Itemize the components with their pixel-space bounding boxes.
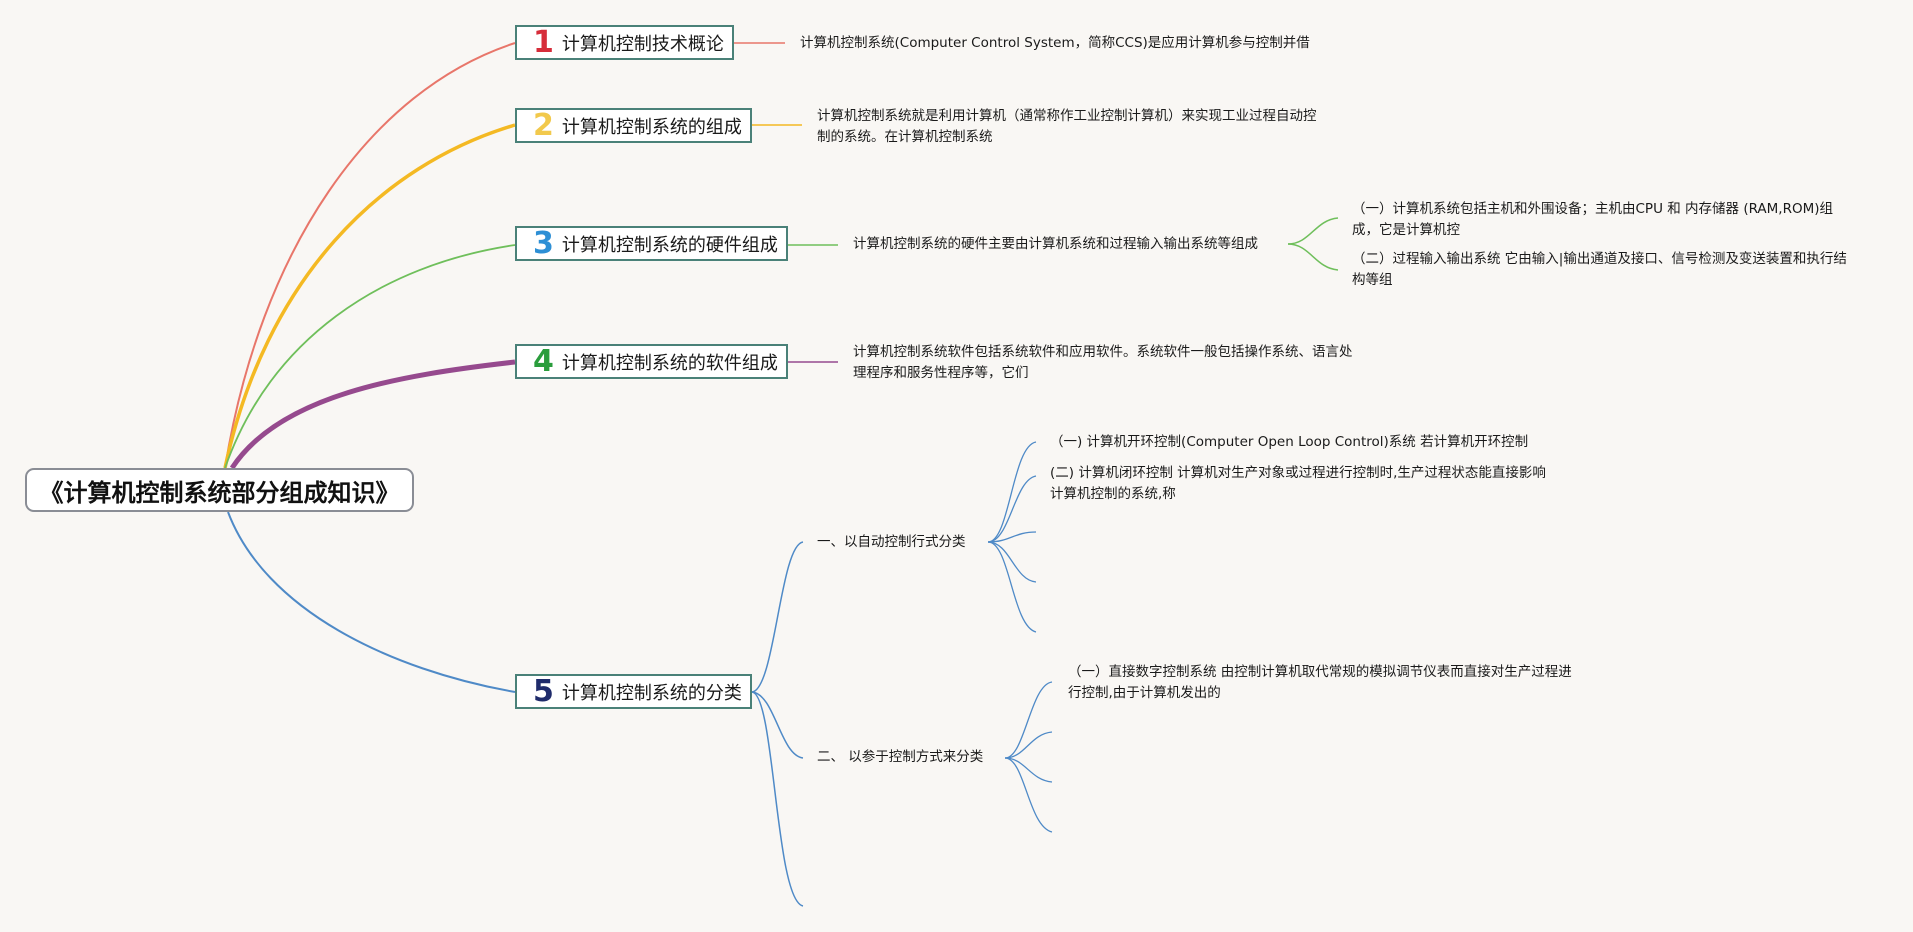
- connector-group1-child-1: [987, 441, 1037, 543]
- connector-group1-child-empty-2: [987, 541, 1037, 583]
- topic-4-number: 4: [533, 343, 554, 379]
- connector-group1-child-2: [987, 475, 1037, 543]
- hardware-child-2[interactable]: （二）过程输入输出系统 它由输入|输出通道及接口、信号检测及变送装置和执行结构等…: [1352, 251, 1847, 288]
- topic-3-label: 计算机控制系统的硬件组成: [561, 234, 778, 256]
- classification-group-2[interactable]: 二、 以参于控制方式来分类: [817, 749, 984, 765]
- connector-root-topic2: [223, 123, 516, 469]
- connector-group2-child-empty-2: [1004, 757, 1053, 783]
- topic-1-number: 1: [533, 24, 554, 60]
- root-topic[interactable]: 《计算机控制系统部分组成知识》: [25, 468, 414, 512]
- connector-root-topic4: [229, 359, 516, 470]
- topic-3[interactable]: 3 计算机控制系统的硬件组成: [515, 226, 788, 261]
- connector-hw-child-2: [1287, 243, 1339, 271]
- topic-2-note[interactable]: 计算机控制系统就是利用计算机（通常称作工业控制计算机）来实现工业过程自动控制的系…: [817, 108, 1317, 145]
- topic-1[interactable]: 1 计算机控制技术概论: [515, 25, 734, 60]
- connector-group1-child-empty-3: [987, 541, 1037, 633]
- root-topic-label: 《计算机控制系统部分组成知识》: [39, 478, 400, 507]
- topic-3-note[interactable]: 计算机控制系统的硬件主要由计算机系统和过程输入输出系统等组成: [853, 236, 1258, 252]
- connector-topic5-branch-empty: [751, 691, 804, 907]
- topic-1-label: 计算机控制技术概论: [561, 33, 724, 55]
- group-2-child-1[interactable]: （一）直接数字控制系统 由控制计算机取代常规的模拟调节仪表而直接对生产过程进行控…: [1068, 664, 1572, 701]
- connector-group2-child-empty-3: [1004, 757, 1053, 833]
- group-1-child-2[interactable]: (二) 计算机闭环控制 计算机对生产对象或过程进行控制时,生产过程状态能直接影响…: [1050, 465, 1546, 502]
- topic-2[interactable]: 2 计算机控制系统的组成: [515, 108, 752, 143]
- topic-1-note[interactable]: 计算机控制系统(Computer Control System，简称CCS)是应…: [800, 35, 1310, 51]
- topic-2-number: 2: [533, 107, 554, 143]
- topic-5-label: 计算机控制系统的分类: [561, 682, 742, 704]
- connector-topic5-group1: [751, 541, 804, 693]
- connector-group2-child-1: [1004, 681, 1053, 759]
- topic-5[interactable]: 5 计算机控制系统的分类: [515, 674, 752, 709]
- hardware-child-1[interactable]: （一）计算机系统包括主机和外围设备；主机由CPU 和 内存储器 (RAM,ROM…: [1352, 201, 1834, 238]
- classification-group-1[interactable]: 一、以自动控制行式分类: [817, 534, 966, 550]
- topic-5-number: 5: [533, 673, 554, 709]
- connector-group2-child-empty-1: [1004, 731, 1053, 759]
- group-1-child-1[interactable]: （一) 计算机开环控制(Computer Open Loop Control)系…: [1050, 434, 1529, 450]
- connector-hw-child-1: [1287, 217, 1339, 245]
- topic-4[interactable]: 4 计算机控制系统的软件组成: [515, 344, 788, 379]
- connector-group1-child-empty-1: [987, 531, 1037, 543]
- connector-root-topic1: [224, 42, 516, 469]
- connector-topic5-group2: [751, 691, 804, 759]
- topic-4-note[interactable]: 计算机控制系统软件包括系统软件和应用软件。系统软件一般包括操作系统、语言处理程序…: [853, 344, 1353, 381]
- topic-2-label: 计算机控制系统的组成: [561, 116, 742, 138]
- connector-root-topic3: [224, 244, 516, 469]
- topic-4-label: 计算机控制系统的软件组成: [561, 352, 778, 374]
- connector-root-topic5: [227, 511, 516, 693]
- topic-3-number: 3: [533, 225, 554, 261]
